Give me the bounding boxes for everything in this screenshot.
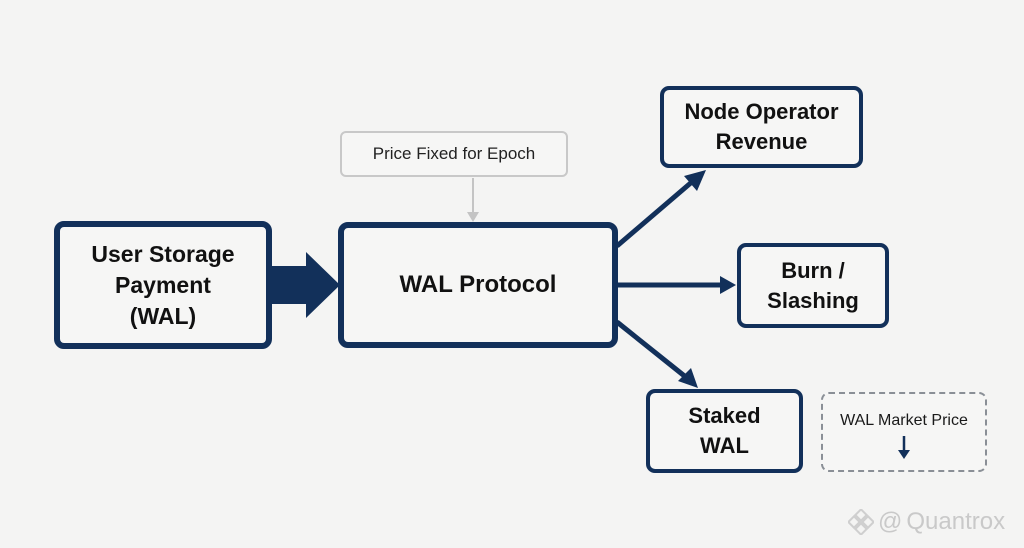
node-label: User Storage Payment (WAL) (91, 240, 235, 329)
node-burn-slashing: Burn / Slashing (737, 243, 889, 328)
node-price-fixed-for-epoch: Price Fixed for Epoch (340, 131, 568, 177)
arrow-protocol-to-node (615, 179, 695, 248)
arrow-protocol-to-staked (615, 320, 689, 380)
node-wal-protocol: WAL Protocol (338, 222, 618, 348)
node-operator-revenue: Node Operator Revenue (660, 86, 863, 168)
node-wal-market-price: WAL Market Price (821, 392, 987, 472)
node-staked-wal: Staked WAL (646, 389, 803, 473)
node-label: WAL Protocol (399, 271, 557, 298)
watermark: @ Quantrox (848, 508, 1005, 536)
node-label: Node Operator Revenue (684, 99, 839, 154)
watermark-at: @ (878, 508, 903, 535)
node-label: Price Fixed for Epoch (372, 144, 536, 163)
arrow-staked-head (678, 368, 698, 388)
down-arrow-icon (898, 436, 910, 459)
arrow-burn-head (720, 276, 736, 294)
arrow-user-to-protocol (272, 252, 340, 318)
node-user-storage-payment: User Storage Payment (WAL) (54, 221, 272, 349)
binance-logo-icon (848, 509, 874, 535)
node-label: Burn / Slashing (767, 257, 859, 313)
arrow-node-head (684, 170, 706, 191)
arrow-price-head (467, 212, 479, 222)
node-label: WAL Market Price (840, 412, 968, 429)
watermark-text: Quantrox (906, 508, 1006, 535)
node-label: Staked WAL (688, 403, 761, 458)
